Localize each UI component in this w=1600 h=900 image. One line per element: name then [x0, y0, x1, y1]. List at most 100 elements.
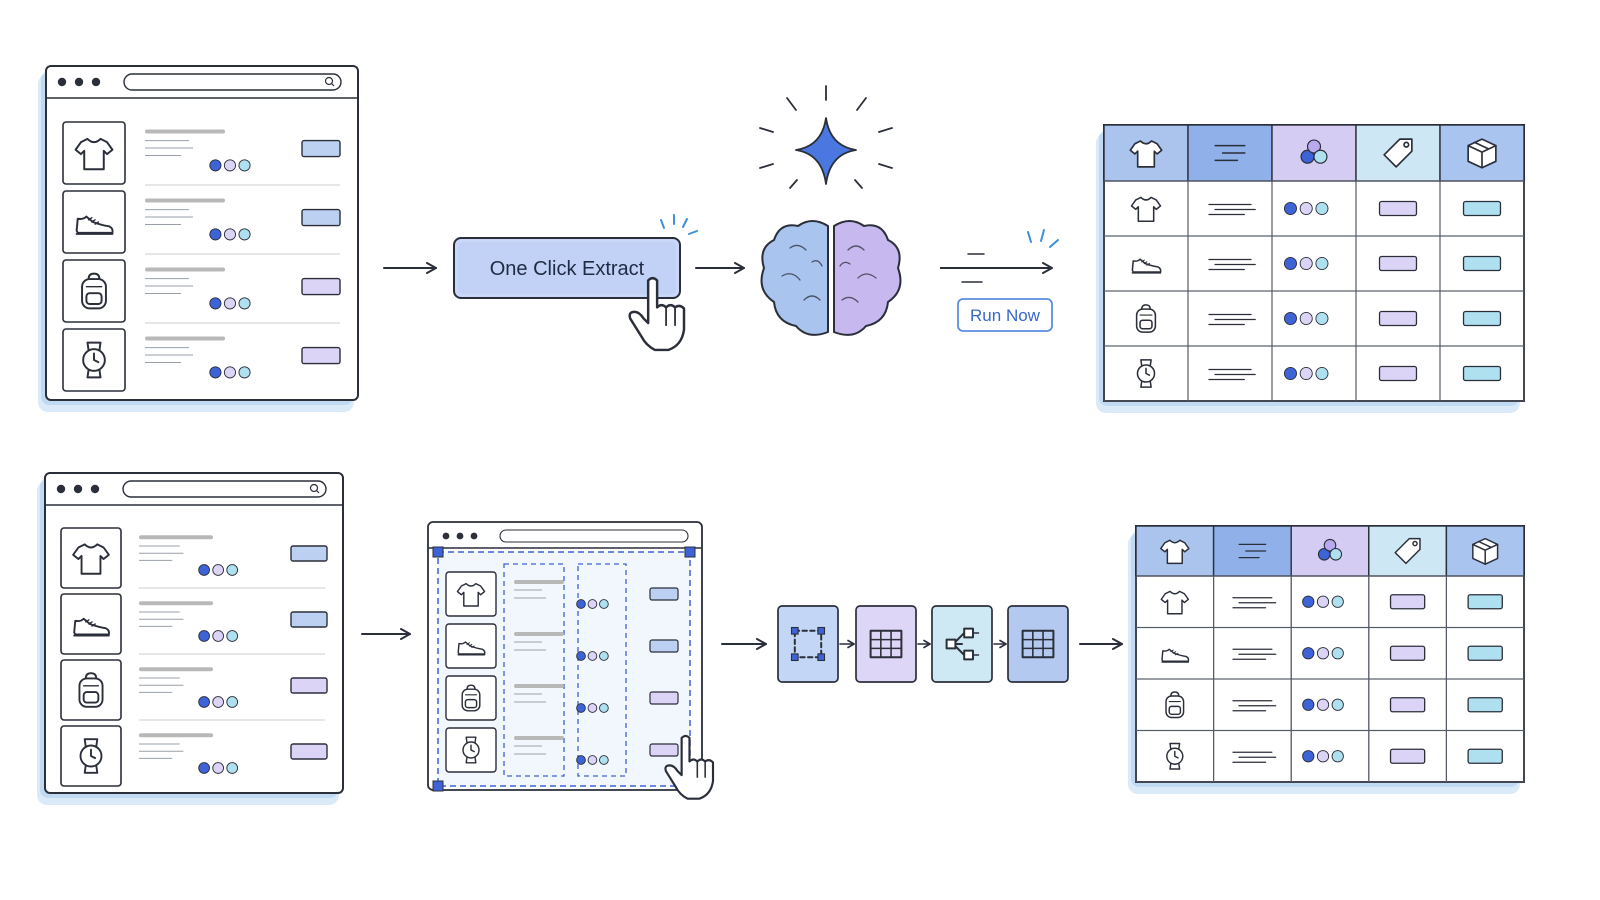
lines-icon [1214, 144, 1246, 162]
tshirt-icon [1160, 539, 1190, 565]
hand-cursor-icon [628, 277, 686, 352]
color-swatch-dots [576, 651, 609, 661]
lines-icon [1232, 700, 1277, 712]
backpack-icon [78, 672, 104, 708]
product-list-item [60, 527, 328, 589]
tshirt-icon [72, 543, 110, 575]
table-header-cell [1135, 525, 1215, 577]
table-header-cell [1212, 525, 1292, 577]
brain-icon [760, 220, 902, 336]
backpack-icon [81, 272, 107, 310]
grid-icon [1021, 629, 1055, 659]
table-header-cell [1368, 525, 1448, 577]
price-tag-icon [1383, 138, 1413, 168]
watch-icon [82, 341, 106, 379]
color-swatch-dots [209, 297, 251, 310]
price-tag-icon [1394, 537, 1421, 565]
top-result-table [1096, 124, 1525, 413]
product-list-item [62, 328, 341, 392]
bottom-browser-window [37, 472, 344, 805]
lines-icon [1208, 258, 1256, 271]
tshirt-icon [456, 582, 486, 607]
lines-icon [1232, 751, 1277, 763]
lines-icon [1208, 313, 1256, 326]
one-click-extract-button[interactable]: One Click Extract [453, 237, 681, 299]
package-icon [1467, 138, 1497, 169]
table-row [1135, 678, 1525, 732]
sneaker-icon [1131, 258, 1162, 274]
backpack-icon [1165, 691, 1185, 719]
product-list-item [62, 259, 341, 324]
watch-icon [462, 736, 480, 764]
lines-icon [1232, 597, 1277, 609]
table-header-cell [1439, 124, 1525, 182]
lines-icon [1208, 203, 1256, 216]
run-now-arrow [940, 229, 1059, 283]
product-list-item [60, 725, 328, 787]
sneaker-icon [73, 617, 110, 637]
run-now-button[interactable]: Run Now [957, 298, 1053, 332]
table-header-row [1103, 124, 1525, 182]
address-bar [122, 480, 327, 498]
top-browser-window [38, 65, 359, 412]
color-swatch-dots [1283, 312, 1329, 326]
color-swatch-dots [198, 630, 239, 642]
tshirt-icon [1130, 196, 1162, 223]
product-list-item [62, 190, 341, 255]
table-header-cell [1271, 124, 1357, 182]
selector-browser-window [427, 521, 703, 792]
product-list-item [445, 623, 679, 669]
package-icon [1472, 537, 1499, 565]
pipeline-step [931, 605, 1007, 683]
branch-icon [945, 627, 980, 661]
backpack-icon [461, 684, 481, 712]
product-list-item [445, 675, 679, 721]
product-list-item [60, 593, 328, 655]
color-swatch-dots [1283, 257, 1329, 271]
color-swatch-dots [1302, 750, 1344, 763]
color-swatch-dots [576, 599, 609, 609]
window-controls [56, 484, 100, 494]
color-swatch-dots [1283, 201, 1329, 215]
color-swatch-dots [198, 696, 239, 708]
search-icon [324, 76, 335, 87]
table-row [1135, 729, 1525, 783]
lines-icon [1208, 368, 1256, 381]
extract-button-label: One Click Extract [490, 258, 645, 280]
click-spark-icon [660, 214, 698, 235]
window-controls [57, 77, 101, 87]
product-list-item [445, 727, 679, 773]
lines-icon [1232, 648, 1277, 660]
sneaker-icon [75, 215, 114, 235]
pipeline-step [855, 605, 931, 683]
table-header-cell [1355, 124, 1441, 182]
grid-icon [869, 629, 903, 659]
watch-icon [1136, 359, 1156, 388]
pipeline-step [1007, 605, 1069, 683]
product-list-item [445, 571, 679, 617]
sparkle-icon [759, 85, 893, 189]
table-row [1103, 345, 1525, 402]
address-bar [123, 73, 342, 91]
sneaker-icon [457, 641, 486, 656]
color-swatch-dots [209, 228, 251, 241]
processing-pipeline [777, 605, 1069, 683]
selection-icon [790, 626, 826, 662]
table-row [1135, 575, 1525, 629]
table-header-row [1135, 525, 1525, 577]
watch-icon [1166, 742, 1184, 770]
color-swatch-dots [1302, 595, 1344, 608]
product-list-item [60, 659, 328, 721]
color-dots-icon [1317, 538, 1343, 561]
bottom-result-table [1128, 525, 1525, 794]
search-icon [309, 483, 320, 494]
color-swatch-dots [209, 159, 251, 172]
color-swatch-dots [576, 703, 609, 713]
color-swatch-dots [209, 366, 251, 379]
pipeline-step [777, 605, 855, 683]
color-swatch-dots [576, 755, 609, 765]
tshirt-icon [74, 137, 114, 171]
color-swatch-dots [1302, 698, 1344, 711]
lines-icon [1238, 543, 1267, 559]
